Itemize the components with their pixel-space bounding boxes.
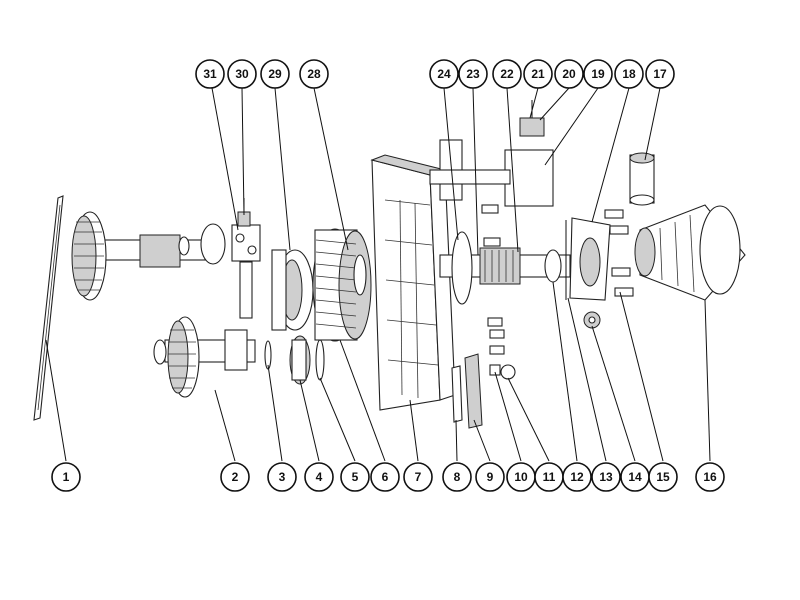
callout-19: 19 — [583, 59, 613, 89]
svg-text:17: 17 — [653, 67, 667, 81]
callout-2: 2 — [220, 462, 250, 492]
svg-text:11: 11 — [543, 470, 556, 484]
callout-6: 6 — [370, 462, 400, 492]
part-4-bearing — [289, 335, 311, 385]
part-9-cover — [464, 353, 483, 429]
svg-text:8: 8 — [454, 470, 461, 484]
callout-17: 17 — [645, 59, 675, 89]
callout-23: 23 — [458, 59, 488, 89]
svg-text:13: 13 — [599, 470, 613, 484]
part-3-ring — [264, 340, 272, 370]
bolts — [481, 204, 634, 355]
svg-text:7: 7 — [415, 470, 422, 484]
callout-21: 21 — [523, 59, 553, 89]
part-5-ring — [315, 339, 325, 381]
callout-31: 31 — [195, 59, 225, 89]
callout-7: 7 — [403, 462, 433, 492]
callout-1: 1 — [51, 462, 81, 492]
svg-text:10: 10 — [514, 470, 528, 484]
callout-20: 20 — [554, 59, 584, 89]
svg-text:9: 9 — [487, 470, 494, 484]
part-6-large-gear — [312, 228, 372, 342]
callout-22: 22 — [492, 59, 522, 89]
part-1-gasket — [33, 195, 64, 421]
lower-gear-shaft-part-2 — [153, 316, 256, 398]
svg-text:28: 28 — [307, 67, 321, 81]
callouts-bottom: 1 2 3 4 5 6 7 8 9 10 11 12 13 14 15 16 — [51, 462, 725, 492]
callout-8: 8 — [442, 462, 472, 492]
callout-30: 30 — [227, 59, 257, 89]
svg-text:2: 2 — [232, 470, 239, 484]
shift-fork-assembly — [231, 198, 261, 319]
callout-9: 9 — [475, 462, 505, 492]
svg-text:6: 6 — [382, 470, 389, 484]
callout-28: 28 — [299, 59, 329, 89]
callouts-top: 31 30 29 28 24 23 22 21 20 19 18 17 — [195, 59, 675, 89]
leader-lines — [45, 87, 711, 462]
part-29-synchronizer — [271, 249, 314, 331]
svg-text:14: 14 — [628, 470, 642, 484]
callout-14: 14 — [620, 462, 650, 492]
callout-3: 3 — [267, 462, 297, 492]
callout-5: 5 — [340, 462, 370, 492]
svg-text:31: 31 — [203, 67, 217, 81]
callout-11: 11 — [534, 462, 564, 492]
svg-text:20: 20 — [562, 67, 576, 81]
part-16-bell-housing — [634, 204, 746, 301]
svg-text:22: 22 — [500, 67, 514, 81]
part-8-cover — [451, 365, 463, 423]
callout-16: 16 — [695, 462, 725, 492]
svg-text:4: 4 — [316, 470, 323, 484]
svg-text:18: 18 — [622, 67, 636, 81]
valve-block — [429, 100, 554, 207]
part-7-main-housing — [370, 139, 463, 411]
callout-15: 15 — [648, 462, 678, 492]
callout-13: 13 — [591, 462, 621, 492]
svg-text:29: 29 — [268, 67, 282, 81]
upper-gear-shaft — [71, 211, 226, 301]
callout-10: 10 — [506, 462, 536, 492]
svg-text:30: 30 — [235, 67, 249, 81]
svg-text:23: 23 — [466, 67, 480, 81]
part-17-cap — [629, 152, 655, 206]
callout-18: 18 — [614, 59, 644, 89]
part-14-nut — [583, 311, 601, 329]
svg-text:24: 24 — [437, 67, 451, 81]
svg-text:1: 1 — [63, 470, 70, 484]
svg-text:3: 3 — [279, 470, 286, 484]
output-shaft — [439, 231, 571, 305]
svg-text:15: 15 — [656, 470, 670, 484]
part-10-plug — [489, 364, 501, 376]
svg-text:5: 5 — [352, 470, 359, 484]
callout-24: 24 — [429, 59, 459, 89]
part-11-nut — [500, 364, 516, 380]
callout-29: 29 — [260, 59, 290, 89]
part-18-flange — [565, 217, 611, 301]
svg-text:19: 19 — [591, 67, 605, 81]
callout-12: 12 — [562, 462, 592, 492]
svg-text:16: 16 — [703, 470, 717, 484]
callout-4: 4 — [304, 462, 334, 492]
svg-text:12: 12 — [570, 470, 584, 484]
svg-text:21: 21 — [531, 67, 545, 81]
